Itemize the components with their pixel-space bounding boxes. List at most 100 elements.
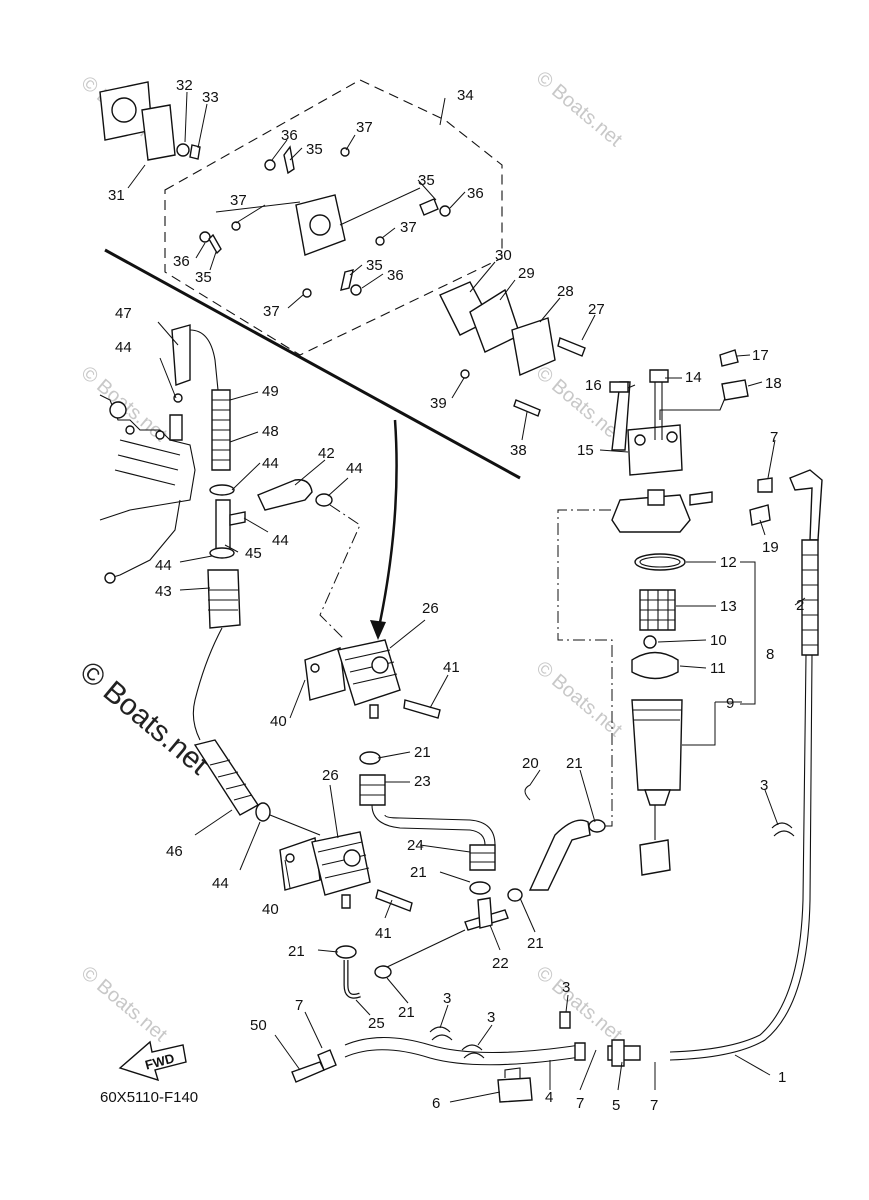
fwd-arrow: FWD	[118, 1040, 187, 1082]
callout-label: 7	[770, 429, 778, 446]
callout-label: 2	[796, 597, 804, 614]
callout-label: 1	[778, 1069, 786, 1086]
fuel-pump-lower	[279, 831, 413, 999]
callout-label: 21	[414, 744, 431, 761]
watermark-text: © Boats.net	[532, 362, 627, 446]
callout-label: 13	[720, 598, 737, 615]
cover-28	[511, 317, 556, 376]
watermark-main: © Boats.net	[74, 655, 216, 782]
leaders-lower	[157, 321, 806, 1103]
callout-label: 19	[762, 539, 779, 556]
callout-label: 26	[322, 767, 339, 784]
hose-2	[669, 469, 823, 1061]
fuel-pump-upper	[304, 639, 441, 719]
callout-label: 24	[407, 837, 424, 854]
flow-line	[319, 504, 361, 641]
callout-label: 39	[430, 395, 447, 412]
callout-label: 17	[752, 347, 769, 364]
callout-label: 36	[387, 267, 404, 284]
callout-label: 33	[202, 89, 219, 106]
hose-20	[528, 819, 591, 891]
callout-label: 32	[176, 77, 193, 94]
callout-label: 31	[108, 187, 125, 204]
diagram-code: 60X5110-F140	[100, 1089, 198, 1106]
fuel-hose-4	[291, 1036, 641, 1103]
hose-46	[193, 739, 321, 836]
callout-label: 29	[518, 265, 535, 282]
o-ring-12	[634, 553, 686, 571]
callout-label: 50	[250, 1017, 267, 1034]
part-24	[469, 844, 496, 871]
callout-label: 20	[522, 755, 539, 772]
part-23	[359, 774, 386, 806]
callout-label: 35	[366, 257, 383, 274]
callout-label: 7	[295, 997, 303, 1014]
callout-label: 35	[306, 141, 323, 158]
part-47	[171, 324, 191, 386]
callout-label: 6	[432, 1095, 440, 1112]
callout-label: 30	[495, 247, 512, 264]
callout-label: 42	[318, 445, 335, 462]
callout-label: 36	[173, 253, 190, 270]
callout-label: 40	[270, 713, 287, 730]
callout-label: 36	[467, 185, 484, 202]
fwd-label: FWD	[143, 1050, 175, 1072]
callout-label: 44	[212, 875, 229, 892]
callout-label: 7	[650, 1097, 658, 1114]
callout-label: 27	[588, 301, 605, 318]
callout-label: 45	[245, 545, 262, 562]
callout-label: 9	[726, 695, 734, 712]
callout-label: 38	[510, 442, 527, 459]
watermark-text: © Boats.net	[77, 962, 172, 1046]
part-43	[207, 569, 241, 629]
separator-line	[104, 248, 521, 480]
callout-label: 21	[410, 864, 427, 881]
arrow-head	[370, 620, 386, 640]
callout-label: 22	[492, 955, 509, 972]
pump-diaphragm-parts	[99, 81, 586, 417]
cup-9	[631, 699, 683, 791]
callout-label: 46	[166, 843, 183, 860]
bolt-14	[649, 369, 669, 383]
callout-label: 49	[262, 383, 279, 400]
callout-label: 40	[262, 901, 279, 918]
callout-label: 16	[585, 377, 602, 394]
clip-6	[497, 1077, 533, 1103]
callout-label: 5	[612, 1097, 620, 1114]
watermark-text: © Boats.net	[532, 962, 627, 1046]
callout-label: 3	[760, 777, 768, 794]
callout-label: 4	[545, 1089, 553, 1106]
callout-label: 3	[443, 990, 451, 1007]
callout-label: 44	[272, 532, 289, 549]
callout-label: 41	[375, 925, 392, 942]
lower-hoses	[359, 751, 496, 871]
callout-label: 37	[263, 303, 280, 320]
callout-label: 18	[765, 375, 782, 392]
callout-label: 43	[155, 583, 172, 600]
callout-label: 36	[281, 127, 298, 144]
joint-22	[374, 881, 523, 979]
callout-label: 34	[457, 87, 474, 104]
callout-label: 37	[400, 219, 417, 236]
callout-label: 11	[710, 660, 726, 677]
callout-label: 26	[422, 600, 439, 617]
callout-label: 35	[418, 172, 435, 189]
callout-label: 21	[288, 943, 305, 960]
pump-26	[337, 639, 401, 706]
callout-label: 21	[398, 1004, 415, 1021]
pump-kit-box	[164, 79, 503, 356]
assembly-arrow	[376, 419, 398, 633]
callout-label: 12	[720, 554, 737, 571]
fuel-filter	[609, 349, 773, 876]
callout-label: 7	[576, 1095, 584, 1112]
callout-label: 44	[346, 460, 363, 477]
left-hose-assembly	[169, 324, 246, 741]
filter-head	[611, 494, 691, 533]
callout-label: 14	[685, 369, 702, 386]
callout-label: 15	[577, 442, 594, 459]
callout-label: 44	[115, 339, 132, 356]
callout-label: 35	[195, 269, 212, 286]
callouts: 32 33 34 31 37 36 35 35 36 37 37 36 35 3…	[108, 77, 804, 1114]
float-11	[631, 651, 679, 680]
callout-label: 10	[710, 632, 727, 649]
